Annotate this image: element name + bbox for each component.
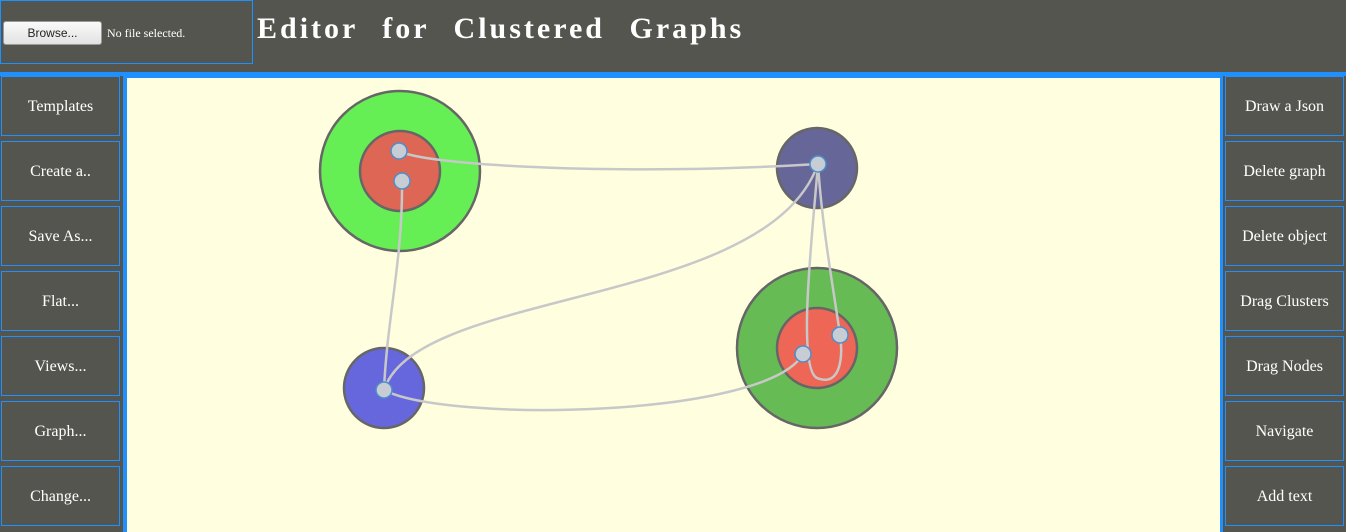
delete-object-button[interactable]: Delete object bbox=[1225, 206, 1344, 266]
edges bbox=[382, 149, 843, 412]
app-title: Editor for Clustered Graphs bbox=[257, 12, 745, 45]
drag-nodes-button[interactable]: Drag Nodes bbox=[1225, 336, 1344, 396]
node-b[interactable] bbox=[393, 172, 411, 190]
node-e[interactable] bbox=[794, 345, 812, 363]
cluster-red-bottom-right[interactable] bbox=[775, 306, 859, 390]
node-f[interactable] bbox=[831, 326, 849, 344]
delete-graph-button[interactable]: Delete graph bbox=[1225, 141, 1344, 201]
file-status: No file selected. bbox=[107, 26, 186, 40]
left-toolbar: Templates Create a.. Save As... Flat... … bbox=[0, 76, 123, 532]
header-bar: Browse... No file selected. Editor for C… bbox=[0, 0, 1346, 72]
cluster-red-top-left[interactable] bbox=[358, 129, 442, 213]
node-d[interactable] bbox=[375, 381, 393, 399]
views-button[interactable]: Views... bbox=[1, 336, 120, 396]
graph-drawing[interactable] bbox=[127, 78, 1220, 532]
edge-bottom[interactable] bbox=[383, 353, 805, 412]
graph-button[interactable]: Graph... bbox=[1, 401, 120, 461]
edge-left[interactable] bbox=[382, 180, 404, 391]
change-button[interactable]: Change... bbox=[1, 466, 120, 526]
save-as-button[interactable]: Save As... bbox=[1, 206, 120, 266]
graph-canvas[interactable] bbox=[127, 78, 1220, 532]
flat-button[interactable]: Flat... bbox=[1, 271, 120, 331]
create-button[interactable]: Create a.. bbox=[1, 141, 120, 201]
drag-clusters-button[interactable]: Drag Clusters bbox=[1225, 271, 1344, 331]
navigate-button[interactable]: Navigate bbox=[1225, 401, 1344, 461]
right-toolbar: Draw a Json Delete graph Delete object D… bbox=[1223, 76, 1346, 532]
add-text-button[interactable]: Add text bbox=[1225, 466, 1344, 526]
templates-button[interactable]: Templates bbox=[1, 76, 120, 136]
browse-button[interactable]: Browse... bbox=[3, 21, 102, 45]
edge-loop-right[interactable] bbox=[805, 163, 843, 381]
node-c[interactable] bbox=[809, 155, 827, 173]
edge-top[interactable] bbox=[398, 149, 819, 171]
node-a[interactable] bbox=[390, 142, 408, 160]
edge-diagonal[interactable] bbox=[382, 163, 820, 391]
file-input-panel: Browse... No file selected. bbox=[0, 0, 253, 64]
draw-json-button[interactable]: Draw a Json bbox=[1225, 76, 1344, 136]
